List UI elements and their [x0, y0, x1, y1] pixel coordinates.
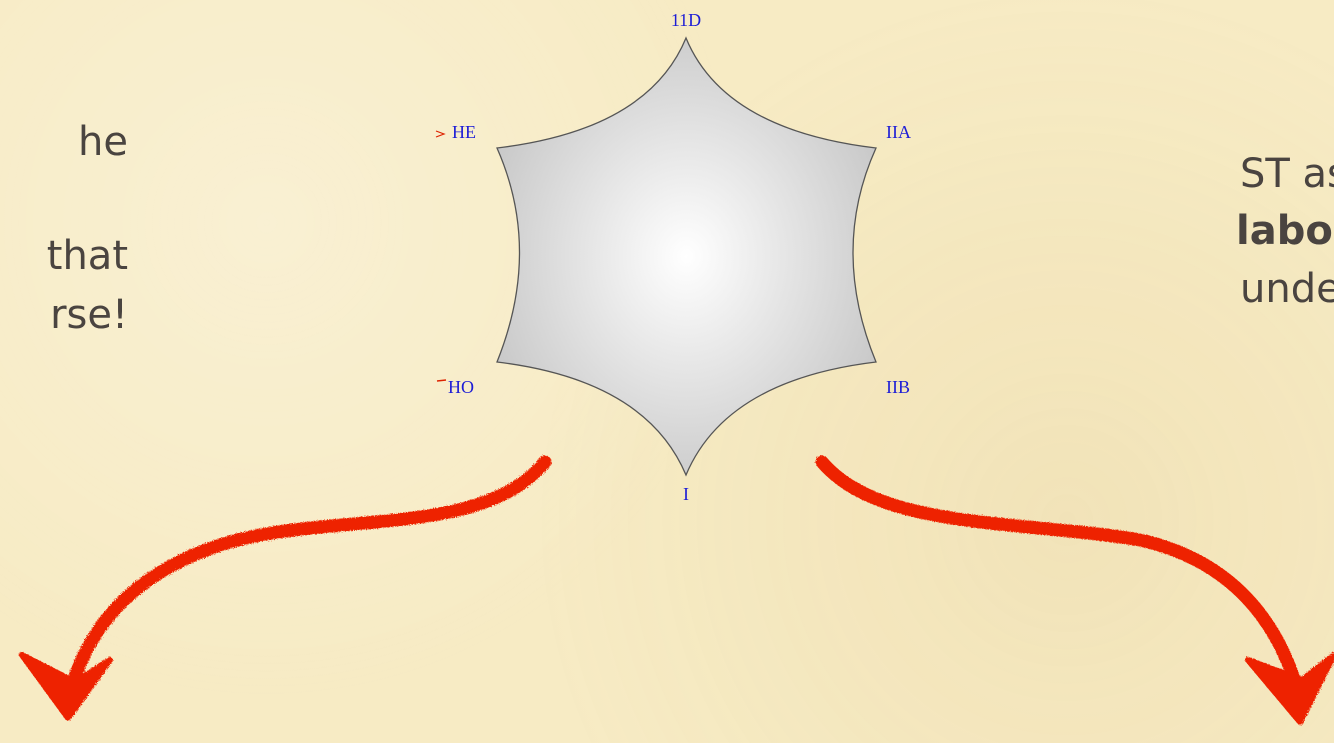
arrow-down-right-icon: [815, 455, 1334, 725]
right-text-line-2: labora: [1236, 208, 1334, 254]
right-text-line-1: ST as: [1240, 151, 1334, 197]
moduli-space-star: [496, 36, 877, 477]
ho-tick-mark: [436, 379, 447, 382]
he-tick-mark: [435, 130, 446, 138]
vertex-label-he: HE: [452, 122, 476, 142]
left-text-line-3: rse!: [50, 292, 128, 338]
vertex-label-iib: IIB: [886, 377, 910, 397]
vertex-label-iia: IIA: [886, 122, 911, 142]
arrow-down-left-icon: [19, 455, 552, 721]
vertex-label-11d: 11D: [671, 10, 701, 30]
left-text-line-1: he: [78, 119, 128, 165]
right-text-line-3: underst: [1240, 266, 1334, 312]
vertex-label-i: I: [683, 484, 689, 504]
left-text-line-2: that: [46, 233, 128, 279]
vertex-label-ho: HO: [448, 377, 474, 397]
